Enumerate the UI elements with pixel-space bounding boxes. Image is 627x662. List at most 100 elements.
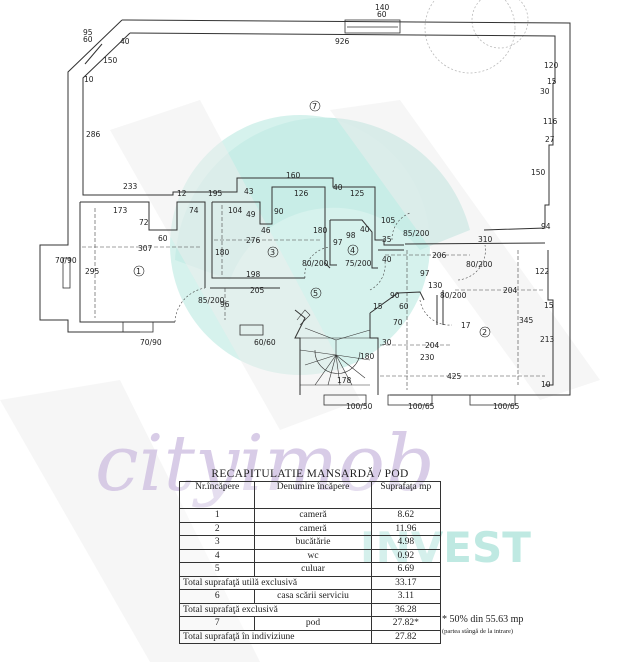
room-label-4: 4 (350, 246, 355, 255)
windows (62, 19, 516, 406)
svg-text:276: 276 (246, 236, 261, 245)
svg-text:130: 130 (428, 281, 443, 290)
svg-text:213: 213 (540, 335, 555, 344)
svg-text:30: 30 (540, 87, 550, 96)
svg-text:173: 173 (113, 206, 128, 215)
cell-area: 4.98 (370, 535, 442, 550)
table-row: 3 bucătărie 4.98 (178, 535, 442, 550)
svg-text:150: 150 (531, 168, 546, 177)
svg-text:104: 104 (228, 206, 243, 215)
footnote-line2: (partea stângă de la intrare) (442, 628, 514, 635)
svg-text:15: 15 (547, 77, 557, 86)
svg-text:15: 15 (373, 302, 383, 311)
svg-text:295: 295 (85, 267, 100, 276)
cell-area: 3.11 (370, 589, 442, 604)
svg-text:17: 17 (461, 321, 471, 330)
svg-text:926: 926 (335, 37, 350, 46)
svg-text:75/200: 75/200 (345, 259, 372, 268)
door-swings (174, 212, 486, 326)
svg-text:204: 204 (503, 286, 518, 295)
cell-name: wc (254, 548, 372, 563)
svg-text:310: 310 (478, 235, 493, 244)
svg-text:97: 97 (333, 238, 343, 247)
svg-text:27: 27 (545, 135, 555, 144)
footnote: * 50% din 55.63 mp (partea stângă de la … (442, 614, 523, 635)
room-label-5: 5 (313, 289, 318, 298)
cell-nr: 6 (178, 589, 256, 604)
svg-text:70/90: 70/90 (55, 256, 77, 265)
recap-title: RECAPITULATIE MANSARDĂ / POD (211, 468, 409, 480)
svg-text:345: 345 (519, 316, 534, 325)
cell-name: casa scării serviciu (254, 589, 372, 604)
svg-text:425: 425 (447, 372, 462, 381)
svg-text:80/200: 80/200 (302, 259, 329, 268)
svg-text:140: 140 (375, 3, 390, 12)
svg-text:198: 198 (246, 270, 261, 279)
svg-text:35: 35 (382, 235, 392, 244)
svg-text:49: 49 (246, 210, 256, 219)
total-indiv-label: Total suprafaţă în indiviziune (179, 629, 372, 644)
total-excl-row: Total suprafaţă exclusivă 36.28 (179, 602, 442, 617)
recap-table-section: RECAPITULATIE MANSARDĂ / POD Nr.încăpere… (178, 468, 442, 644)
svg-text:180: 180 (215, 248, 230, 257)
svg-text:40: 40 (360, 225, 370, 234)
svg-text:90: 90 (390, 291, 400, 300)
dimension-lines (82, 205, 545, 390)
cell-nr: 1 (178, 508, 256, 523)
header-nr: Nr.încăpere (178, 481, 256, 509)
dimension-labels: 926 95 60 140 60 40 150 10 286 233 12 19… (55, 3, 559, 411)
cell-name: culuar (254, 562, 372, 577)
svg-text:70/90: 70/90 (140, 338, 162, 347)
svg-text:74: 74 (189, 206, 199, 215)
svg-text:122: 122 (535, 267, 550, 276)
svg-text:60: 60 (377, 10, 387, 19)
cell-name: bucătărie (254, 535, 372, 550)
svg-text:204: 204 (425, 341, 440, 350)
room-label-7: 7 (312, 102, 317, 111)
staircase (296, 309, 371, 386)
svg-text:72: 72 (139, 218, 149, 227)
svg-text:100/50: 100/50 (346, 402, 373, 411)
table-row: 7 pod 27.82* (178, 616, 442, 631)
svg-text:85/200: 85/200 (403, 229, 430, 238)
svg-text:205: 205 (250, 286, 265, 295)
svg-text:40: 40 (120, 37, 130, 46)
room-label-2: 2 (482, 328, 487, 337)
table-row: 6 casa scării serviciu 3.11 (178, 589, 442, 604)
svg-text:40: 40 (333, 183, 343, 192)
svg-text:98: 98 (346, 231, 356, 240)
table-row: 4 wc 0.92 (178, 548, 442, 563)
svg-text:12: 12 (177, 189, 187, 198)
room-label-3: 3 (270, 248, 275, 257)
svg-text:160: 160 (286, 171, 301, 180)
svg-text:150: 150 (103, 56, 118, 65)
svg-text:195: 195 (208, 189, 223, 198)
room-walls (79, 186, 554, 395)
svg-text:80/200: 80/200 (440, 291, 467, 300)
svg-text:15: 15 (544, 301, 554, 310)
header-name: Denumire încăpere (254, 481, 372, 509)
total-indiv-row: Total suprafaţă în indiviziune 27.82 (179, 629, 442, 644)
svg-text:80/200: 80/200 (466, 260, 493, 269)
cell-nr: 4 (178, 548, 256, 563)
svg-text:90: 90 (274, 207, 284, 216)
svg-text:96: 96 (220, 300, 230, 309)
svg-text:70: 70 (393, 318, 403, 327)
watermark: cityimob INVEST (95, 0, 532, 572)
svg-text:286: 286 (86, 130, 101, 139)
svg-text:60: 60 (83, 35, 93, 44)
svg-text:60/60: 60/60 (254, 338, 276, 347)
total-util-area: 33.17 (370, 575, 442, 590)
svg-text:10: 10 (541, 380, 551, 389)
svg-text:230: 230 (420, 353, 435, 362)
cell-area: 0.92 (370, 548, 442, 563)
svg-text:100/65: 100/65 (408, 402, 435, 411)
svg-text:178: 178 (337, 376, 352, 385)
footnote-line1: * 50% din 55.63 mp (442, 614, 524, 625)
cell-name: cameră (254, 508, 372, 523)
cell-area: 6.69 (370, 562, 442, 577)
svg-text:206: 206 (432, 251, 447, 260)
svg-text:40: 40 (382, 255, 392, 264)
table-row: 5 culuar 6.69 (178, 562, 442, 577)
